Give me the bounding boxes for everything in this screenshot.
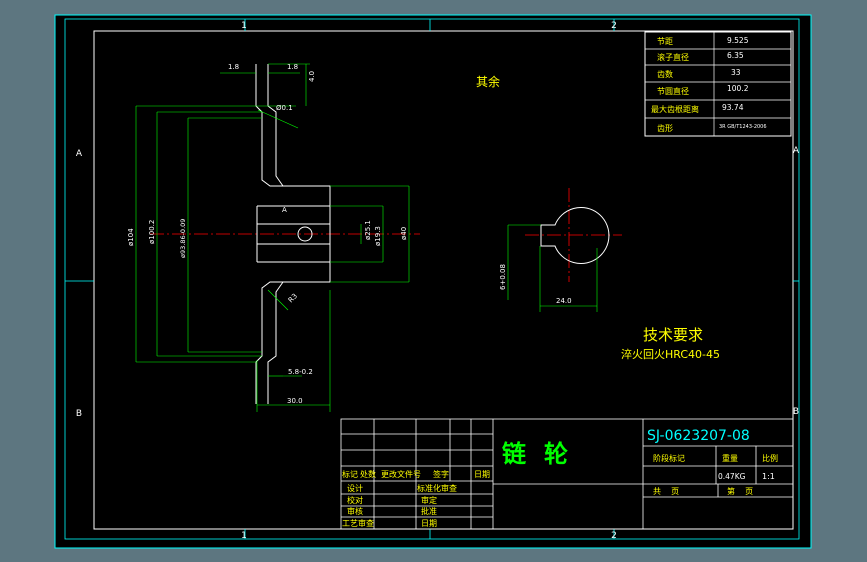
sheet-number: 第 页 [727,486,753,496]
col-weight: 重量 [722,453,738,463]
zone-labels: 1 2 1 2 A B A B [76,21,800,541]
center-lines [150,188,622,282]
dim-w2: 1.8 [287,63,298,71]
zone-rowB-left: B [76,409,82,419]
role2-approve: 审定 [421,495,437,505]
rev-header-date: 日期 [474,470,490,479]
bore-keyway-outline [540,207,610,264]
rev-header-mark: 标记 [342,469,358,479]
role-process: 工艺审查 [342,518,374,528]
zone-col2-bottom: 2 [611,531,617,541]
param-label-profile: 齿形 [657,124,673,133]
parameter-table: 节距 滚子直径 齿数 节圆直径 最大齿根距离 齿形 9.525 6.35 33 … [644,31,792,137]
zone-rowA-right: A [793,146,800,156]
dim-pitch-dia: ø100.2 [148,220,156,244]
role2-std: 标准化审查 [417,483,457,493]
dim-key-width: 6+0.08 [499,264,507,290]
dim-outer-dia: ø104 [127,228,135,246]
rev-header-sign: 签字 [433,469,449,479]
dim-h1: 4.0 [308,71,316,82]
param-label-pitch-dia: 节圆直径 [657,86,689,96]
dim-hub-outer: ø40 [400,227,408,240]
zone-rowA-left: A [76,149,83,159]
outer-border [64,18,800,540]
role2-ratify: 批准 [421,506,437,516]
tech-requirements-title: 技术要求 [643,326,703,344]
dim-tooth-width: 5.8-0.2 [288,368,313,376]
dim-bore: ø19.3 [374,226,382,246]
role-check: 校对 [347,495,363,505]
dimension-lines [135,63,598,412]
title-block [340,418,794,530]
sheets-total: 共 页 [653,487,679,496]
dim-w1: 1.8 [228,63,239,71]
zone-col2-top: 2 [611,21,617,31]
scale-value: 1:1 [762,472,775,481]
role2-date: 日期 [421,519,437,528]
param-label-root-dist: 最大齿根距离 [651,104,699,114]
tech-requirements-line: 淬火回火HRC40-45 [621,347,720,361]
role-review: 审核 [347,506,363,516]
param-label-roller: 滚子直径 [657,52,689,62]
param-value-profile: 3R GB/T1243-2006 [719,124,767,130]
param-value-teeth: 33 [731,68,741,77]
hub-end-view [540,207,610,264]
role-design: 设计 [347,483,363,493]
dim-ra1: Ø0.1 [276,104,293,112]
zone-rowB-right: B [793,407,799,417]
dim-mark: A [282,206,287,214]
param-value-pitch-dia: 100.2 [727,84,749,93]
part-name: 链轮 [502,440,586,468]
zone-ticks [65,19,799,539]
param-value-root-dist: 93.74 [722,103,744,112]
col-scale: 比例 [762,453,778,463]
dim-root-dia: ø93.86-0.09 [179,219,187,258]
dim-key-height: 24.0 [556,297,572,305]
dimension-texts: 1.8 1.8 4.0 Ø0.1 ø104 ø100.2 ø93.86-0.09… [127,63,572,405]
drawing-number: SJ-0623207-08 [647,428,750,444]
zone-col1-bottom: 1 [241,531,247,541]
dim-total-width: 30.0 [287,397,303,405]
set-screw-hole [297,226,313,242]
sprocket-upper-outline-right [267,64,284,187]
param-label-teeth: 齿数 [657,69,673,79]
col-stage: 阶段标记 [653,453,685,463]
rev-header-count: 处数 [360,469,376,479]
param-value-roller: 6.35 [727,51,744,60]
roughness-note: 其余 [476,74,500,89]
param-label-pitch: 节距 [657,37,673,46]
param-value-pitch: 9.525 [727,36,749,45]
sheet-background [54,14,812,549]
dim-hub: ø25.1 [364,220,372,240]
zone-col1-top: 1 [241,21,247,31]
rev-header-doc: 更改文件号 [381,469,421,479]
weight-value: 0.47KG [718,472,746,481]
